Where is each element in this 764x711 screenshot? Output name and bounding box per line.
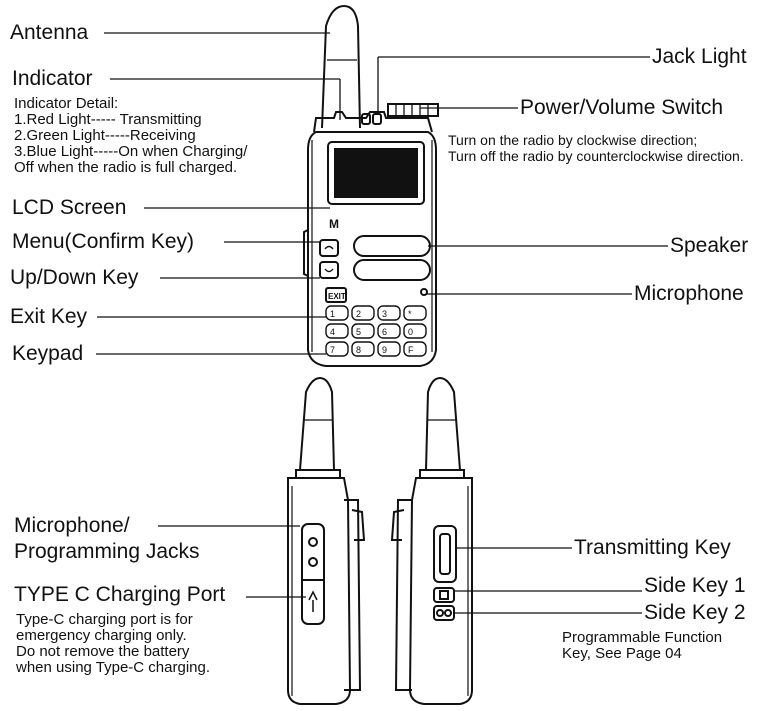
side-key-1-drawing [433, 587, 455, 603]
menu-key-label: Menu(Confirm Key) [12, 230, 195, 253]
mic-jacks-label-line2: Programming Jacks [14, 540, 200, 563]
key-label: 9 [382, 345, 387, 355]
indicator-detail-line: 2.Green Light-----Receiving [14, 127, 196, 144]
speaker-slot [353, 235, 431, 257]
power-note-line: Turn on the radio by clockwise direction… [448, 132, 698, 148]
key-label: * [408, 309, 412, 319]
exit-key-label: Exit Key [10, 305, 88, 328]
front-radio [303, 4, 439, 367]
left-side-radio [287, 376, 366, 705]
power-note-line: Turn off the radio by counterclockwise d… [448, 148, 744, 164]
logo-text: M [329, 217, 339, 231]
ptt-key-drawing [433, 525, 457, 583]
key-label: 0 [408, 327, 413, 337]
leader-lines [96, 32, 668, 614]
speaker-slot [353, 259, 431, 281]
antenna-drawing [321, 4, 361, 129]
typec-note-line: Type-C charging port is for [16, 611, 193, 628]
key-label: 1 [330, 309, 335, 319]
indicator-label: Indicator [12, 67, 93, 90]
antenna-label: Antenna [10, 21, 89, 44]
mic-jacks-label-line1: Microphone/ [14, 514, 130, 537]
power-volume-switch-label: Power/Volume Switch [520, 96, 724, 119]
indicator-detail-line: 1.Red Light----- Transmitting [14, 111, 202, 128]
typec-note: Type-C charging port is for emergency ch… [16, 612, 210, 676]
side-key-note-line: Programmable Function [562, 629, 723, 646]
key-label: F [408, 345, 414, 355]
typec-note-line: Do not remove the battery [16, 643, 190, 660]
jack-cover-drawing [301, 523, 325, 625]
key-label: 7 [330, 345, 335, 355]
left-body-outline [287, 477, 352, 705]
typec-note-line: emergency charging only. [16, 627, 187, 644]
exit-key-text: EXIT [328, 292, 346, 301]
transmitting-key-label: Transmitting Key [574, 536, 731, 559]
speaker-label: Speaker [670, 234, 749, 257]
front-body-outline [307, 131, 437, 367]
key-label: 3 [382, 309, 387, 319]
indicator-detail-line: 3.Blue Light-----On when Charging/ [14, 143, 248, 160]
key-label: 4 [330, 327, 335, 337]
key-label: 2 [356, 309, 361, 319]
lcd-screen-drawing [327, 141, 425, 205]
side-key-1-label: Side Key 1 [644, 574, 746, 597]
right-side-radio [390, 376, 473, 705]
right-body-outline [408, 477, 473, 705]
power-note: Turn on the radio by clockwise direction… [448, 132, 744, 164]
up-down-key-label: Up/Down Key [10, 266, 139, 289]
side-key-2-label: Side Key 2 [644, 601, 746, 624]
microphone-label: Microphone [634, 282, 744, 305]
side-key-note-line: Key, See Page 04 [562, 645, 682, 662]
indicator-detail-heading: Indicator Detail: [14, 95, 119, 112]
typec-note-line: when using Type-C charging. [16, 659, 211, 676]
indicator-detail-line: Off when the radio is full charged. [14, 159, 238, 176]
side-key-note: Programmable Function Key, See Page 04 [562, 630, 722, 662]
key-label: 8 [356, 345, 361, 355]
jack-light-label: Jack Light [652, 45, 747, 68]
power-knob-drawing [387, 103, 439, 117]
typec-port-label: TYPE C Charging Port [14, 583, 226, 606]
indicator-detail: Indicator Detail: 1.Red Light----- Trans… [14, 96, 247, 176]
key-label: 5 [356, 327, 361, 337]
lcd-screen-label: LCD Screen [12, 196, 127, 219]
keypad-label: Keypad [12, 342, 84, 365]
key-label: 6 [382, 327, 387, 337]
